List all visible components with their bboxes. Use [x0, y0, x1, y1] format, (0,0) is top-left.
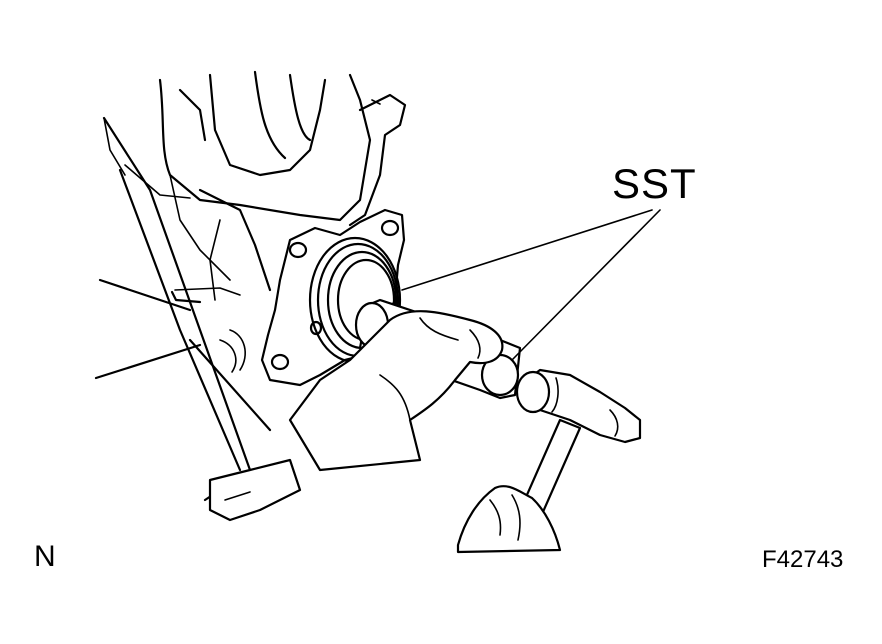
hand-holding-tool	[288, 310, 504, 472]
figure-id: F42743	[762, 546, 844, 573]
bolt-hole	[309, 320, 323, 336]
corner-marker: N	[34, 540, 56, 573]
sst-callout-label: SST	[612, 160, 697, 207]
bolt-hole	[288, 241, 308, 259]
bolt-hole	[270, 353, 290, 371]
bolt-hole	[380, 219, 400, 237]
strut-lower-end	[208, 458, 302, 522]
steering-knuckle-outline	[124, 70, 407, 373]
hand-holding-hammer	[456, 485, 562, 554]
strut-body	[94, 116, 272, 502]
sst-leader-lines	[401, 209, 661, 361]
